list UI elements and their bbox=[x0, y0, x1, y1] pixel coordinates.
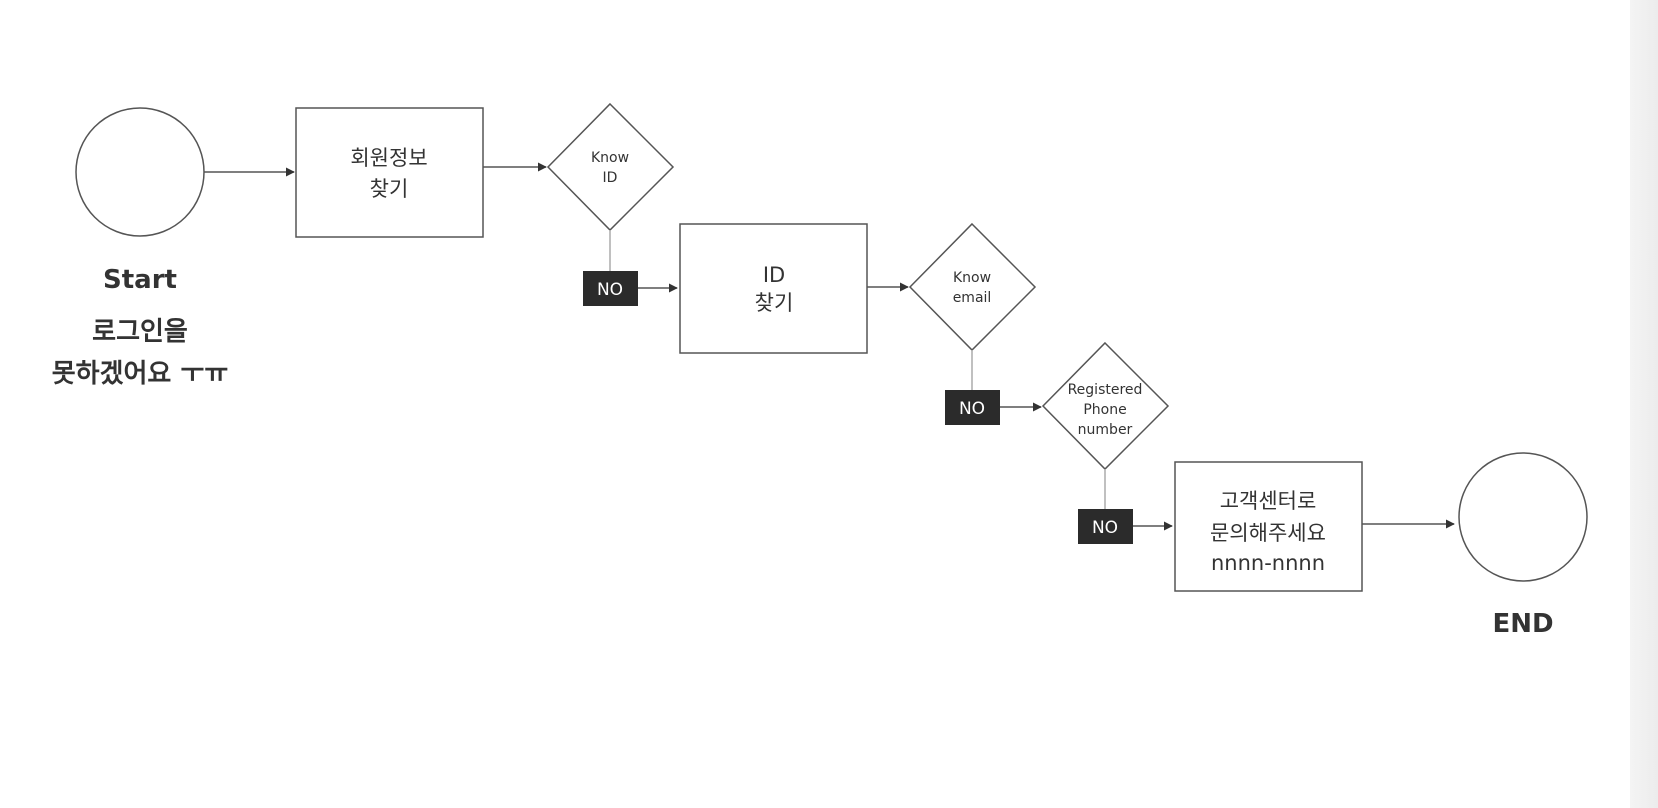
registered-phone-line-1: Registered bbox=[1068, 382, 1143, 398]
registered-phone-line-3: number bbox=[1078, 422, 1133, 438]
end-label: END bbox=[1492, 609, 1553, 639]
find-id-line-2: 찾기 bbox=[755, 291, 794, 315]
find-member-info-line-1: 회원정보 bbox=[350, 146, 427, 170]
know-id-line-1: Know bbox=[591, 150, 629, 166]
right-edge-strip bbox=[1630, 0, 1658, 808]
contact-center-box bbox=[1174, 461, 1363, 592]
start-label: Start bbox=[103, 265, 177, 295]
no-badge-1 bbox=[583, 271, 638, 306]
start-caption-line-1: 로그인을 bbox=[92, 317, 188, 347]
start-node bbox=[75, 107, 205, 237]
contact-center-line-2: 문의해주세요 bbox=[1210, 521, 1326, 545]
start-caption-line-2: 못하겠어요 ㅜㅠ bbox=[52, 359, 229, 389]
find-id-line-1: ID bbox=[763, 263, 785, 287]
no-badge-3 bbox=[1078, 509, 1133, 544]
know-id-line-2: ID bbox=[603, 170, 618, 186]
know-id-decision bbox=[546, 102, 675, 232]
know-email-line-1: Know bbox=[953, 270, 991, 286]
know-email-line-2: email bbox=[953, 290, 992, 306]
find-id-box bbox=[679, 223, 868, 354]
registered-phone-line-2: Phone bbox=[1083, 402, 1126, 418]
find-member-info-box bbox=[295, 107, 484, 238]
no-label-3: NO bbox=[1092, 518, 1118, 538]
no-label-2: NO bbox=[959, 399, 985, 419]
find-member-info-line-2: 찾기 bbox=[370, 177, 409, 201]
no-badge-2 bbox=[945, 390, 1000, 425]
end-node bbox=[1458, 452, 1588, 582]
contact-center-line-1: 고객센터로 bbox=[1220, 489, 1317, 513]
contact-center-line-3: nnnn-nnnn bbox=[1211, 551, 1325, 575]
no-label-1: NO bbox=[597, 280, 623, 300]
know-email-decision bbox=[908, 222, 1037, 352]
